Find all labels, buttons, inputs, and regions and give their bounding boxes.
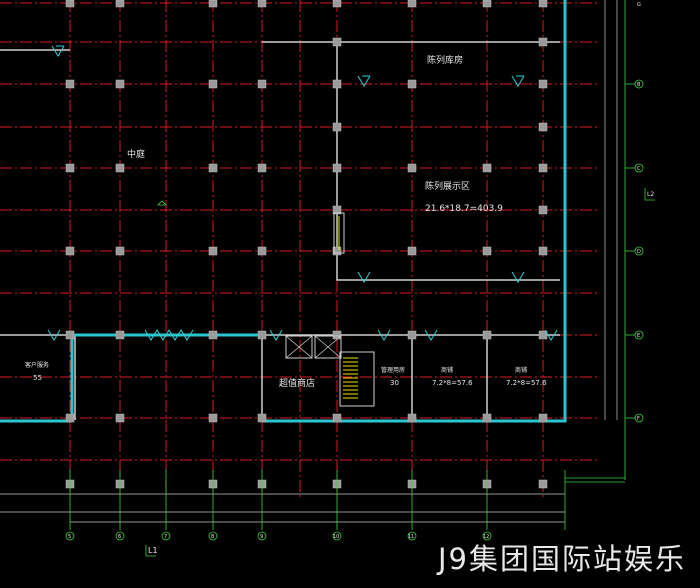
- axis-label-bottom-1: 6: [118, 534, 121, 540]
- room-labels: 中庭 陈列库房 陈列展示区 21.6*18.7=403.9 客户服务 55 超值…: [25, 54, 547, 389]
- axis-label-bottom-5: 10: [333, 534, 339, 540]
- bottom-axis-markers: [65, 531, 492, 541]
- room-a-name: 商铺: [441, 366, 453, 374]
- right-axis-markers: [625, 79, 644, 423]
- grid-lines-horizontal: [0, 2, 600, 461]
- room-office-name: 管理用房: [381, 366, 405, 374]
- axis-label-bottom-0: 5: [68, 534, 71, 540]
- axis-label-bottom-4: 9: [260, 534, 263, 540]
- dimension-lines-right: [565, 0, 626, 483]
- room-left-area: 55: [33, 374, 42, 382]
- axis-label-right-2: D: [637, 249, 641, 255]
- display-room-label: 陈列库房: [427, 54, 463, 66]
- level-marker-icon: [157, 200, 167, 206]
- structural-columns: [65, 0, 548, 489]
- axis-label-right-5: G: [637, 2, 641, 8]
- room-office-area: 30: [390, 379, 399, 387]
- dimension-lines-bottom: [0, 470, 566, 530]
- room-left-name: 客户服务: [25, 361, 49, 369]
- watermark-text: J9集团国际站娱乐: [437, 542, 686, 576]
- exhibition-label: 陈列展示区: [425, 180, 470, 192]
- room-b-name: 商铺: [515, 366, 527, 374]
- axis-label-right-3: E: [637, 333, 640, 339]
- exhibition-area-label: 21.6*18.7=403.9: [425, 204, 503, 214]
- grid-lines-vertical: [69, 0, 544, 500]
- room-mid-name: 超值商店: [279, 377, 315, 389]
- axis-label-right-1: C: [637, 166, 641, 172]
- inner-walls: [0, 41, 560, 420]
- exterior-walls: [0, 0, 567, 423]
- stair-and-elevators: [285, 212, 375, 407]
- corner-marks: [145, 188, 655, 557]
- axis-labels: 5 6 7 8 9 10 11 12 B C D E F G L1 L2: [68, 2, 654, 555]
- courtyard-label: 中庭: [127, 148, 145, 160]
- axis-label-bottom-7: 12: [483, 534, 489, 540]
- axis-label-bottom-2: 7: [164, 534, 167, 540]
- corner-label-bottom: L1: [148, 546, 158, 555]
- axis-label-bottom-3: 8: [211, 534, 214, 540]
- door-symbols: [47, 45, 558, 341]
- axis-label-right-4: F: [637, 416, 640, 422]
- room-b-area: 7.2*8=57.6: [506, 379, 547, 387]
- corner-label-right: L2: [647, 191, 654, 198]
- axis-label-bottom-6: 11: [408, 534, 414, 540]
- axis-label-right-0: B: [637, 82, 641, 88]
- room-a-area: 7.2*8=57.6: [432, 379, 473, 387]
